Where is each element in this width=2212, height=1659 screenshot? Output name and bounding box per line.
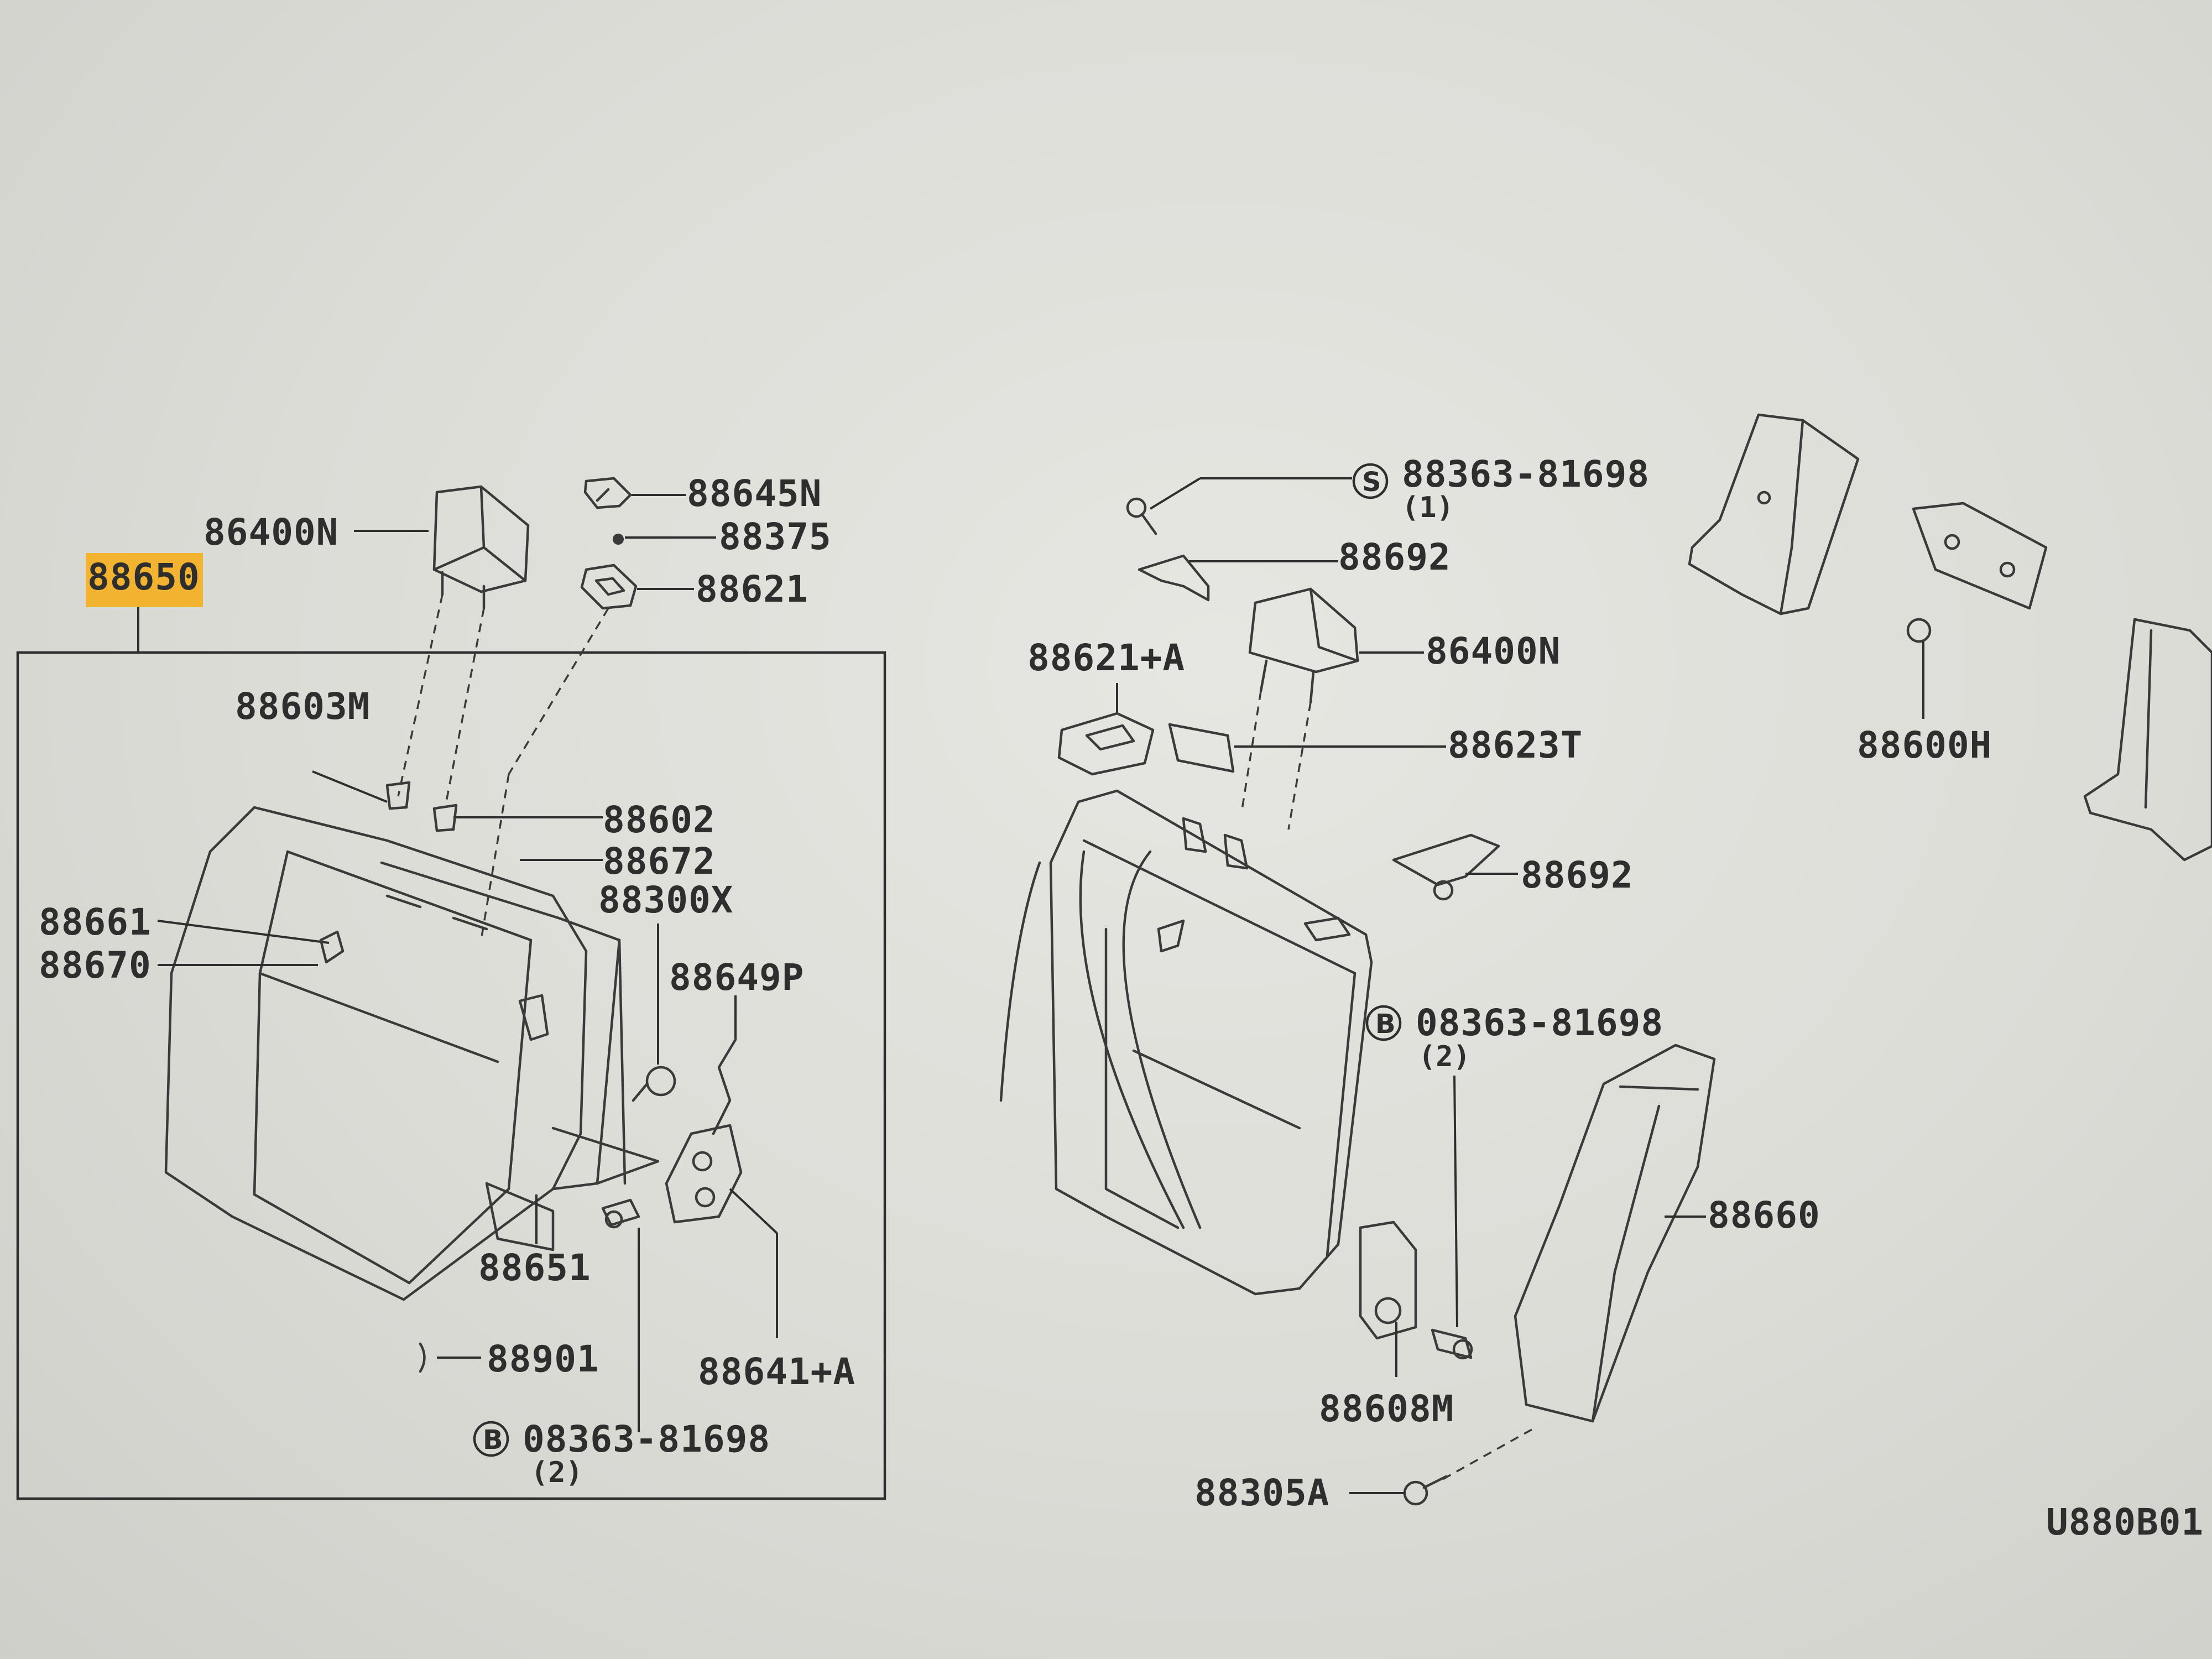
bracket-88692-top (1138, 554, 1210, 602)
label-88621A[interactable]: 88621+A (1027, 637, 1185, 679)
clip-88661 (319, 930, 345, 964)
label-88305A[interactable]: 88305A (1194, 1472, 1329, 1514)
clip-88645N (583, 477, 632, 509)
label-88901[interactable]: 88901 (487, 1338, 599, 1380)
qty-screw-top: (1) (1402, 491, 1454, 524)
side-panel-88660 (1514, 1044, 1716, 1423)
label-88645N[interactable]: 88645N (687, 472, 822, 515)
headrest-guides-88602 (385, 781, 458, 832)
label-88641A[interactable]: 88641+A (698, 1350, 855, 1393)
label-88623T[interactable]: 88623T (1448, 724, 1583, 766)
label-bolt-right[interactable]: 08363-81698 (1416, 1001, 1663, 1044)
bolt-symbol-right: B (1375, 1009, 1396, 1040)
label-88651[interactable]: 88651 (478, 1246, 591, 1289)
latch-88641A (665, 1124, 743, 1224)
headrest-left (432, 485, 530, 610)
screw-top (1126, 497, 1157, 535)
label-88692-top[interactable]: 88692 (1338, 536, 1451, 578)
fastener-88305A (1403, 1475, 1448, 1506)
escutcheon-88621A (1057, 712, 1155, 776)
cover-88623T (1168, 723, 1235, 773)
label-88692-mid[interactable]: 88692 (1521, 854, 1634, 896)
seatback-left (164, 806, 660, 1301)
label-88603M[interactable]: 88603M (235, 685, 370, 728)
label-88661[interactable]: 88661 (39, 901, 152, 943)
label-bolt-left[interactable]: 08363-81698 (523, 1418, 770, 1460)
bolt-symbol-left: B (483, 1425, 503, 1455)
label-88621[interactable]: 88621 (696, 568, 808, 611)
qty-bolt-right: (2) (1418, 1040, 1470, 1073)
screw-symbol-top: S (1362, 467, 1381, 498)
bolt-88300X (632, 1066, 676, 1102)
headrest-right (1248, 587, 1359, 704)
rod-88649P (712, 1038, 737, 1135)
label-86400N-left[interactable]: 86400N (204, 511, 338, 554)
diagram-code: U880B01 (2046, 1501, 2204, 1543)
bracket-far-right-3 (2083, 618, 2212, 862)
seatback-right (999, 789, 1373, 1296)
bracket-far-right-1 (1688, 413, 1860, 615)
label-88649P[interactable]: 88649P (669, 956, 804, 999)
bracket-88692-mid (1392, 833, 1500, 901)
bracket-88608M (1359, 1220, 1417, 1340)
label-88375[interactable]: 88375 (719, 515, 832, 558)
label-88660[interactable]: 88660 (1708, 1194, 1820, 1237)
rivet-88375 (613, 534, 624, 545)
label-88608M[interactable]: 88608M (1319, 1387, 1454, 1430)
label-88300X[interactable]: 88300X (598, 879, 733, 921)
assembly-frame-88650 (16, 651, 886, 1500)
label-86400N-right[interactable]: 86400N (1426, 630, 1561, 672)
bracket-far-right-2 (1906, 502, 2048, 643)
label-88650[interactable]: 88650 (87, 556, 200, 598)
label-88600H[interactable]: 88600H (1857, 724, 1992, 766)
highlight-88650 (86, 553, 203, 607)
label-88672[interactable]: 88672 (603, 840, 716, 883)
label-88602[interactable]: 88602 (603, 799, 716, 841)
clip-88901 (419, 1342, 426, 1373)
escutcheon-88621 (580, 564, 638, 610)
bolt-right-lower (1431, 1328, 1473, 1360)
label-88670[interactable]: 88670 (39, 944, 152, 987)
label-screw-top[interactable]: 88363-81698 (1402, 453, 1650, 495)
bolt-left-small (601, 1198, 640, 1229)
qty-bolt-left: (2) (531, 1456, 583, 1489)
